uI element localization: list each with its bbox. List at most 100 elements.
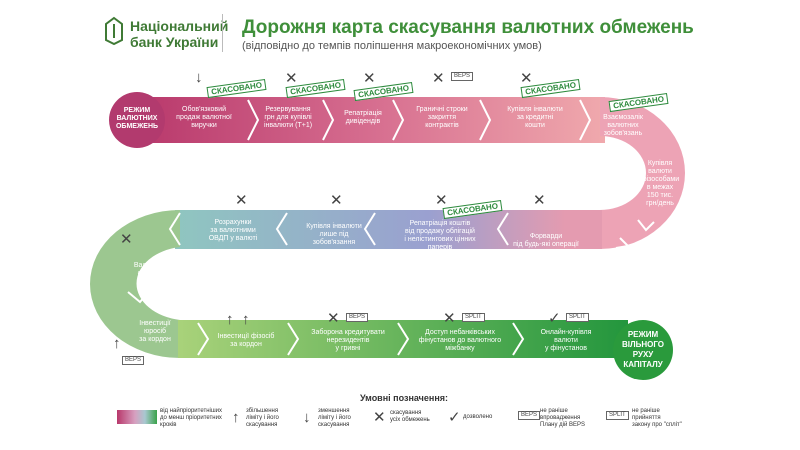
- legend-gradient-text: від найпріоритетніших до менш пріоритетн…: [160, 408, 222, 429]
- legend-line: від найпріоритетніших: [160, 408, 223, 414]
- step-line: Форварди: [529, 233, 563, 240]
- legend-line: зменшення: [318, 408, 350, 414]
- beps-flag-icon: BEPS: [346, 313, 369, 322]
- legend-line: впровадження: [540, 415, 581, 421]
- split-flag-icon: SPLIT: [566, 313, 589, 322]
- beps-flag-icon: BEPS: [122, 356, 145, 365]
- legend-line: збільшення: [246, 408, 279, 414]
- legend-arrow-up-icon: ↑: [232, 409, 240, 426]
- step-line: Купівля: [647, 160, 673, 167]
- step-individual-investments: Інвестиції фізосіб за кордон: [206, 333, 286, 349]
- step-line: закриття: [427, 114, 457, 121]
- legend-line: ліміту і його: [318, 415, 351, 421]
- step-line: Обов'язковий: [182, 106, 226, 113]
- cross-icon: ✕: [327, 310, 340, 327]
- step-line: продаж валютної: [176, 114, 232, 121]
- legend-split-flag-icon: SPLIT: [606, 411, 629, 420]
- step-line: міжбанку: [445, 345, 475, 352]
- beps-flag-icon: BEPS: [451, 72, 474, 81]
- legend-line: ліміту і його: [246, 415, 279, 421]
- step-line: Онлайн-купівля: [540, 329, 592, 336]
- step-currency-swaps: Валютні свопи: [124, 262, 170, 278]
- logo-line-2: банк України: [130, 34, 219, 50]
- step-ovdp-settlements: Розрахунки за валютними ОВДП у валюті: [196, 219, 270, 243]
- step-line: 150 тис.: [646, 192, 674, 199]
- page-subtitle: (відповідно до темпів поліпшення макроек…: [242, 40, 542, 52]
- legend-check-text: дозволено: [463, 414, 492, 421]
- step-line: кошти: [525, 122, 545, 129]
- step-line: валютних: [607, 122, 639, 129]
- step-line: свопи: [137, 270, 157, 277]
- legend-up-text: збільшення ліміту і його скасування: [246, 408, 279, 429]
- step-line: Купівля інвалюти: [306, 223, 362, 230]
- step-line: Репатріація коштів: [409, 220, 471, 227]
- step-line: за кордон: [230, 341, 262, 348]
- step-line: за кордон: [139, 336, 171, 343]
- step-line: від продажу облігацій: [405, 228, 475, 235]
- legend-line: Плану дій BEPS: [540, 422, 585, 428]
- cross-icon: ✕: [432, 70, 445, 87]
- step-line: Розрахунки: [214, 219, 252, 226]
- step-line: і нелістингових цінних: [404, 236, 476, 243]
- arrow-up-icon: ↑: [113, 335, 121, 352]
- arrow-down-icon: ↓: [195, 69, 203, 86]
- start-line-2: ВАЛЮТНИХ: [116, 115, 158, 122]
- step-online-purchase: Онлайн-купівля валюти у фінустанов: [526, 329, 606, 353]
- arrow-up-icon: ↑: [242, 311, 250, 328]
- step-line: Інвестиції фізосіб: [217, 333, 275, 340]
- cross-icon: ✕: [520, 70, 533, 87]
- legend-line: кроків: [160, 422, 177, 428]
- step-dividend-repatriation: Репатріація дивідендів: [336, 110, 390, 126]
- cross-icon: ✕: [363, 70, 376, 87]
- step-netting: Взаємозалік валютних зобов'язань: [594, 114, 652, 138]
- start-line-1: РЕЖИМ: [123, 107, 151, 114]
- step-line: Інвестиції: [139, 320, 171, 327]
- legend-check-icon: ✓: [448, 409, 461, 426]
- step-credit-currency: Купівля інвалюти за кредитні кошти: [496, 106, 574, 130]
- step-line: грн/день: [646, 200, 674, 207]
- legend-line: закону про "спліт": [632, 422, 682, 428]
- step-mandatory-sale: Обов'язковий продаж валютної виручки: [166, 106, 242, 130]
- step-line: валюти: [554, 337, 578, 344]
- end-line-2: ВІЛЬНОГО: [621, 340, 664, 349]
- logo-text: Національний банк України: [130, 18, 228, 50]
- cross-icon: ✕: [120, 231, 133, 248]
- step-line: у фінустанов: [544, 345, 588, 352]
- split-flag-icon: SPLIT: [462, 313, 485, 322]
- logo-line-1: Національний: [130, 18, 229, 34]
- cross-icon: ✕: [533, 192, 546, 209]
- legend-line: скасування: [318, 422, 350, 428]
- legend-line: до менш пріоритетних: [160, 415, 222, 421]
- step-forwards: Форварди під будь-які операції: [508, 233, 584, 249]
- start-circle: РЕЖИМ ВАЛЮТНИХ ОБМЕЖЕНЬ: [109, 107, 165, 131]
- legend-line: скасування: [390, 410, 422, 416]
- step-line: Доступ небанківських: [425, 329, 495, 336]
- cross-icon: ✕: [435, 192, 448, 209]
- step-line: Граничні строки: [416, 106, 468, 113]
- step-line: зобов'язання: [312, 239, 356, 246]
- legend-line: скасування: [246, 422, 278, 428]
- step-line: юросіб: [143, 328, 167, 335]
- step-line: фінустанов до валютного: [418, 337, 502, 344]
- step-line: під будь-які операції: [513, 241, 579, 248]
- step-bond-repatriation: Репатріація коштів від продажу облігацій…: [392, 220, 488, 252]
- start-line-3: ОБМЕЖЕНЬ: [115, 123, 159, 130]
- check-icon: ✓: [548, 310, 561, 327]
- step-line: виручки: [191, 122, 217, 129]
- step-line: Заборона кредитувати: [311, 329, 385, 336]
- step-line: дивідендів: [345, 118, 381, 125]
- step-line: фізособами: [640, 176, 680, 183]
- logo: [104, 16, 124, 46]
- step-line: Репатріація: [344, 110, 382, 117]
- step-obligation-purchase: Купівля інвалюти лише під зобов'язання: [298, 223, 370, 247]
- legend-beps-flag-icon: BEPS: [518, 411, 541, 420]
- legend-line: дозволено: [463, 414, 493, 420]
- step-hryvnia-reserve: Резервування грн для купівлі інвалюти (Т…: [256, 106, 320, 130]
- cross-icon: ✕: [443, 310, 456, 327]
- step-line: зобов'язань: [603, 130, 643, 137]
- step-line: Взаємозалік: [603, 114, 643, 121]
- step-line: в межах: [646, 184, 674, 191]
- step-line: валюти: [648, 168, 672, 175]
- legend-title: Умовні позначення:: [360, 393, 449, 403]
